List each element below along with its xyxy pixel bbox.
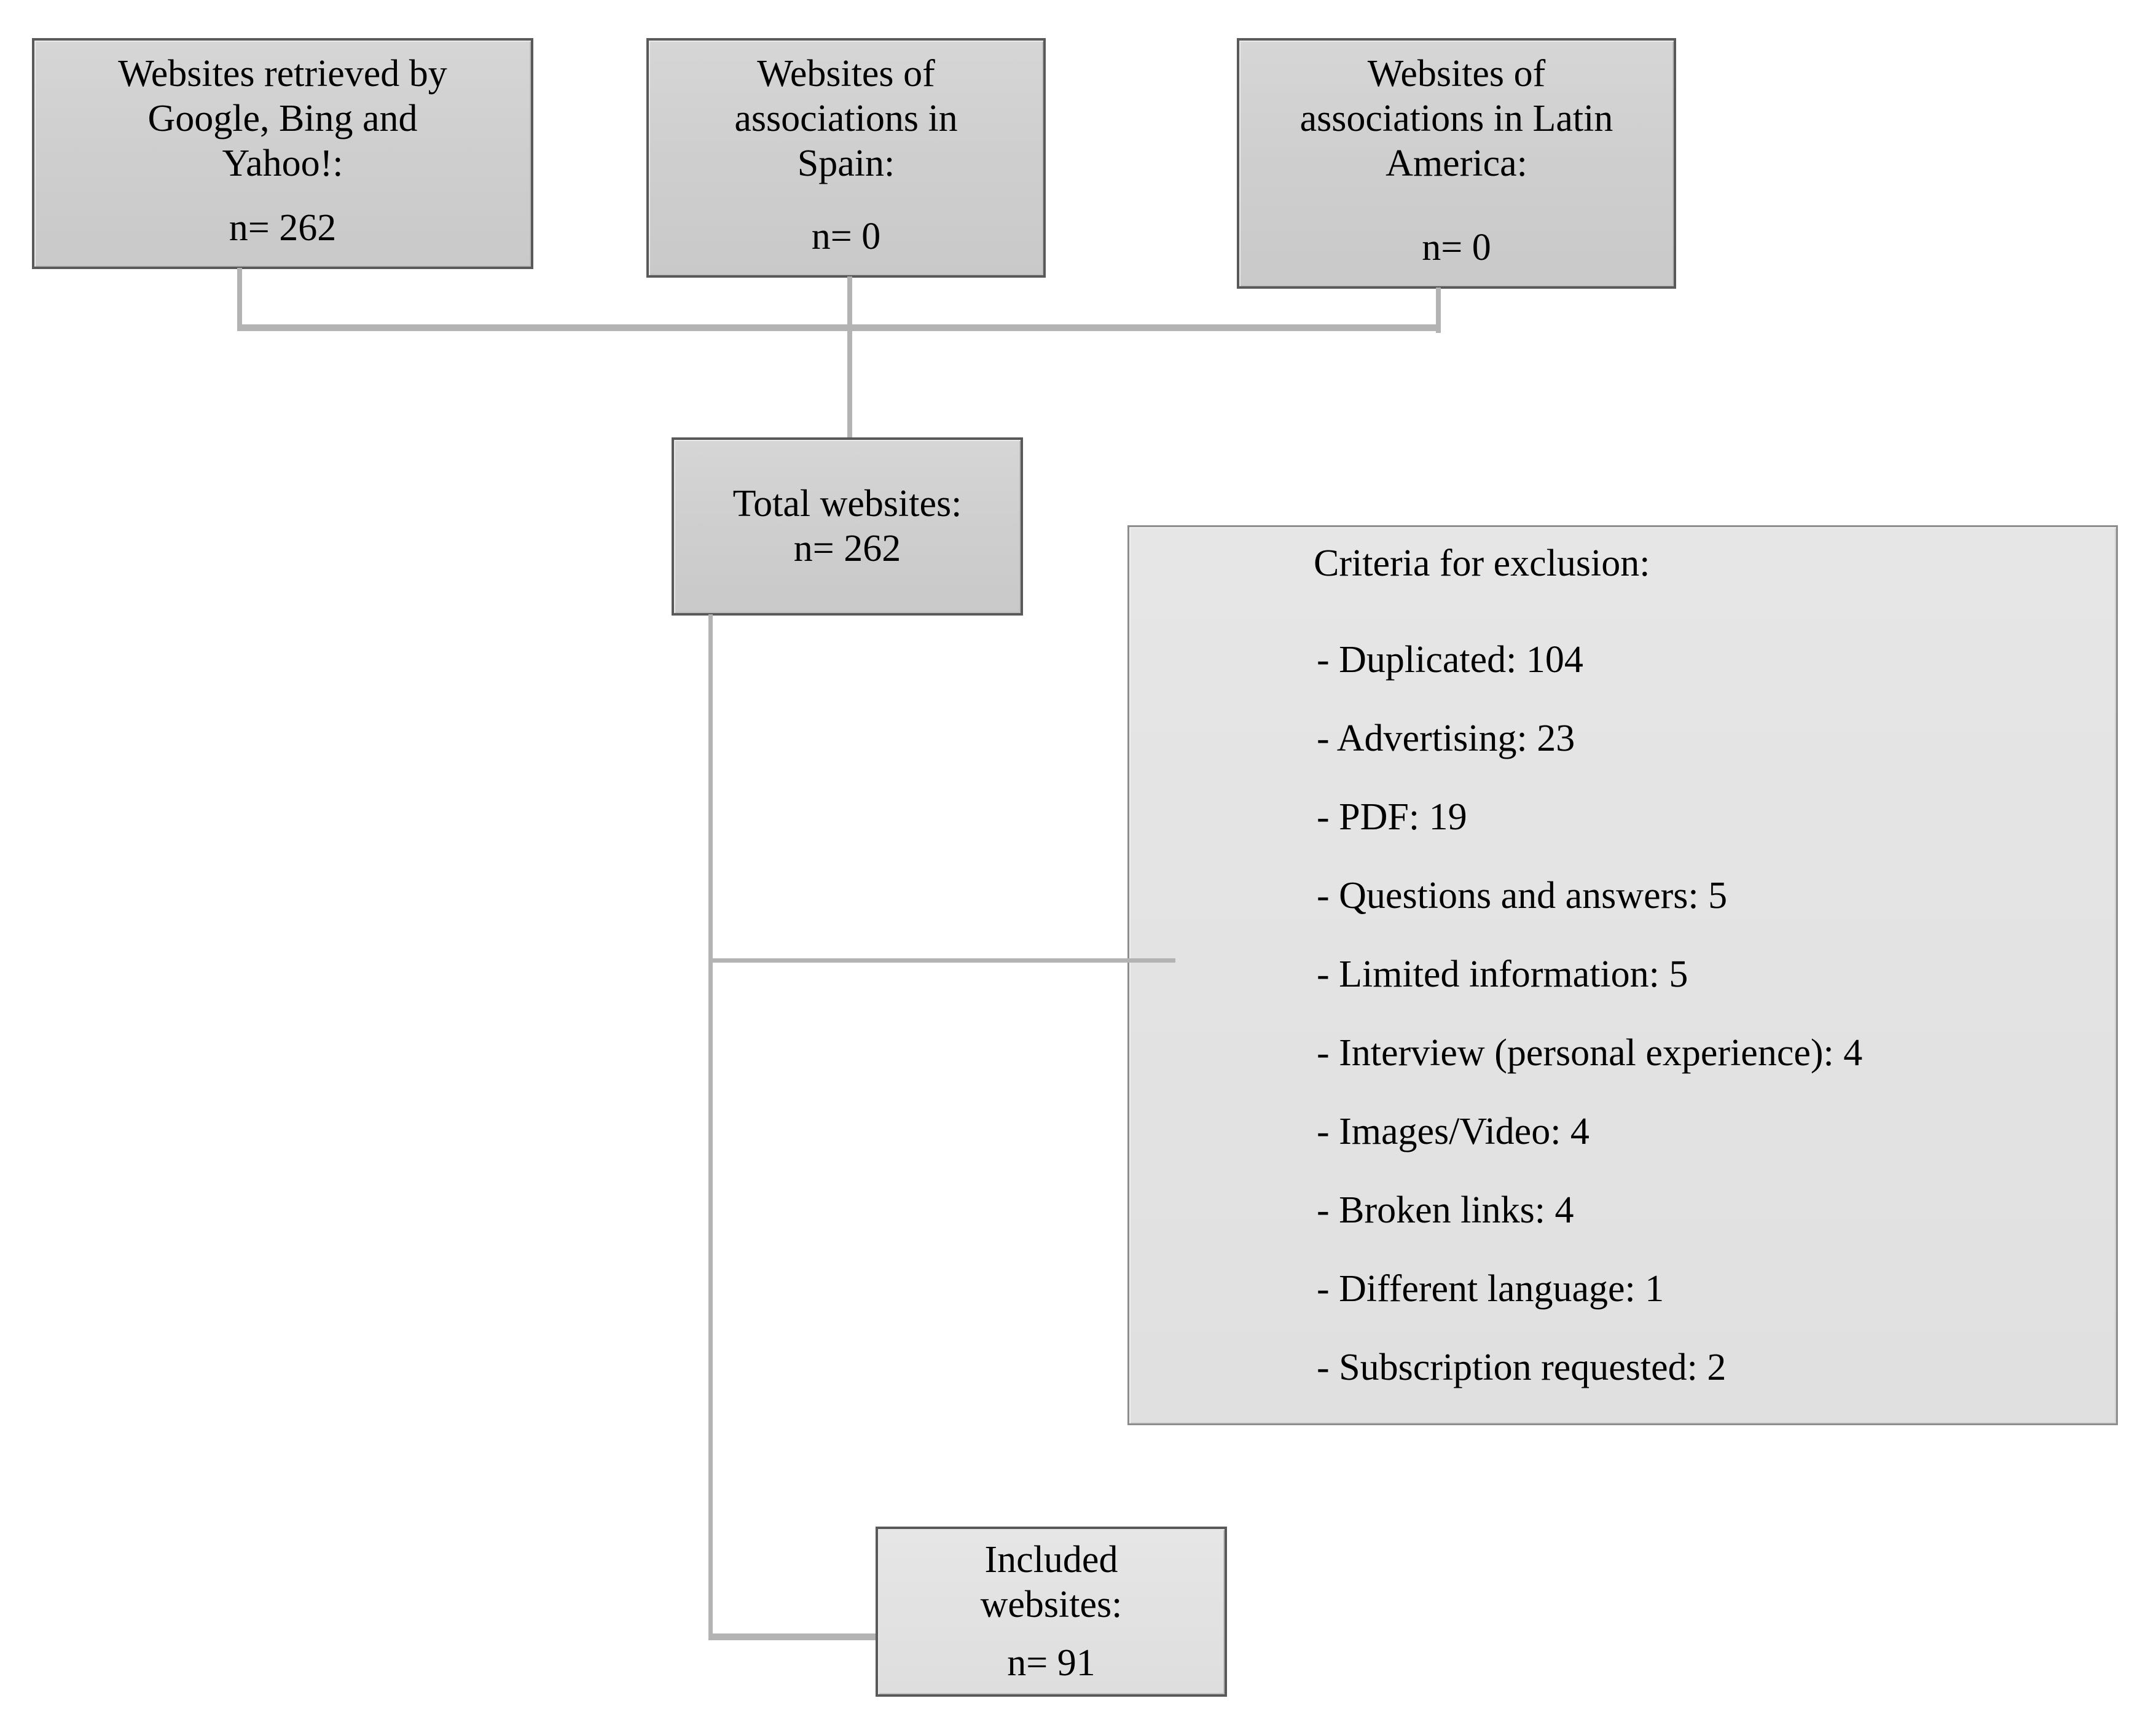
included-count: n= 91	[1007, 1641, 1096, 1684]
source-line-3: America:	[1386, 143, 1527, 185]
criteria-item: - Broken links: 4	[1317, 1189, 1574, 1231]
criteria-item: - Different language: 1	[1317, 1268, 1664, 1310]
source-count: n= 0	[811, 215, 881, 257]
source-line-3: Yahoo!:	[222, 143, 343, 185]
criteria-item: - Limited information: 5	[1317, 953, 1688, 995]
total-count: n= 262	[793, 528, 901, 569]
included-line-1: Included	[984, 1539, 1118, 1581]
source-count: n= 0	[1422, 226, 1491, 268]
total-label: Total websites:	[732, 482, 962, 525]
connector-total-to-included-horizontal	[708, 1633, 893, 1640]
source-line-3: Spain:	[797, 143, 895, 185]
source-box-associations-spain[interactable]: Websites of associations in Spain: n= 0	[646, 38, 1046, 278]
criteria-item: - Images/Video: 4	[1317, 1111, 1590, 1152]
connector-source3-vertical	[1436, 288, 1441, 333]
source-line-1: Websites retrieved by	[118, 53, 447, 95]
source-count: n= 262	[229, 206, 337, 249]
criteria-item: - Questions and answers: 5	[1317, 875, 1728, 917]
source-box-google-bing-yahoo[interactable]: Websites retrieved by Google, Bing and Y…	[32, 38, 533, 269]
criteria-item: - Duplicated: 104	[1317, 639, 1583, 681]
connector-total-spine-vertical	[708, 614, 713, 1638]
criteria-item: - PDF: 19	[1317, 796, 1467, 838]
criteria-item: - Subscription requested: 2	[1317, 1347, 1727, 1388]
source-line-1: Websites of	[757, 53, 935, 95]
connector-source1-vertical	[237, 268, 242, 328]
connector-source2-vertical	[847, 276, 852, 461]
source-line-2: Google, Bing and	[147, 98, 418, 140]
source-box-associations-latin-america[interactable]: Websites of associations in Latin Americ…	[1237, 38, 1676, 289]
criteria-for-exclusion-panel[interactable]: Criteria for exclusion: - Duplicated: 10…	[1127, 525, 2118, 1425]
criteria-title: Criteria for exclusion:	[1314, 542, 1650, 584]
included-line-2: websites:	[980, 1584, 1123, 1626]
connector-total-to-criteria-horizontal	[708, 958, 1175, 963]
criteria-list: - Duplicated: 104 - Advertising: 23 - PD…	[1317, 620, 1862, 1407]
criteria-item: - Advertising: 23	[1317, 718, 1575, 759]
source-line-2: associations in	[734, 98, 958, 140]
criteria-item: - Interview (personal experience): 4	[1317, 1032, 1863, 1074]
total-websites-box[interactable]: Total websites: n= 262	[672, 437, 1023, 616]
connector-junction-horizontal	[237, 324, 1438, 331]
source-line-1: Websites of	[1367, 53, 1546, 95]
source-line-2: associations in Latin	[1299, 98, 1613, 140]
included-websites-box[interactable]: Included websites: n= 91	[876, 1527, 1227, 1697]
